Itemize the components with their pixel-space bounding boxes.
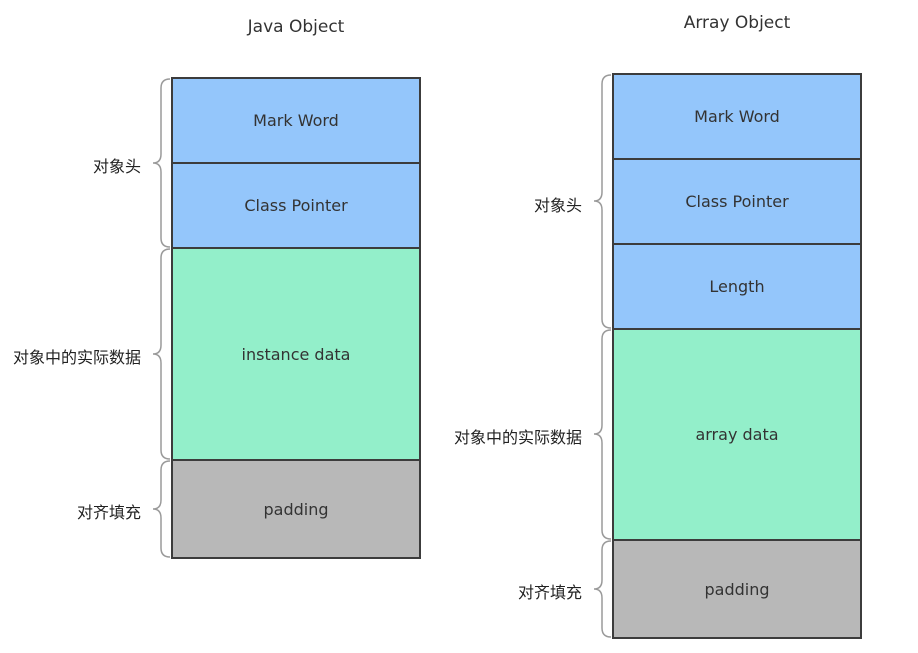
java-mark-word-label: Mark Word bbox=[253, 111, 339, 130]
array-padding-block: padding bbox=[612, 539, 862, 639]
java-header-label: 对象头 bbox=[92, 157, 141, 176]
array-object-title: Array Object bbox=[683, 13, 791, 33]
array-class-pointer-block: Class Pointer bbox=[612, 158, 862, 245]
java-instance-data-label: instance data bbox=[241, 344, 351, 364]
java-data-label: 对象中的实际数据 bbox=[12, 348, 141, 367]
array-class-pointer-label: Class Pointer bbox=[685, 192, 789, 211]
array-data-block: array data bbox=[612, 328, 862, 541]
array-length-block: Length bbox=[612, 243, 862, 330]
java-padding-label: padding bbox=[263, 499, 329, 519]
java-data-brace bbox=[152, 248, 171, 460]
java-padding-brace bbox=[152, 460, 171, 558]
array-data-brace bbox=[593, 329, 612, 540]
array-data-side-label: 对象中的实际数据 bbox=[453, 428, 582, 447]
array-length-label: Length bbox=[709, 277, 765, 296]
java-object-title: Java Object bbox=[247, 17, 345, 37]
array-padding-brace bbox=[593, 540, 612, 638]
java-mark-word-block: Mark Word bbox=[171, 77, 421, 164]
array-header-label: 对象头 bbox=[533, 196, 582, 215]
array-padding-side-label: 对齐填充 bbox=[517, 583, 582, 602]
java-instance-data-block: instance data bbox=[171, 247, 421, 461]
array-header-brace bbox=[593, 74, 612, 329]
java-padding-block: padding bbox=[171, 459, 421, 559]
array-padding-label: padding bbox=[704, 579, 770, 599]
array-mark-word-block: Mark Word bbox=[612, 73, 862, 160]
java-class-pointer-block: Class Pointer bbox=[171, 162, 421, 249]
java-header-brace bbox=[152, 78, 171, 248]
array-mark-word-label: Mark Word bbox=[694, 107, 780, 126]
java-padding-side-label: 对齐填充 bbox=[76, 503, 141, 522]
java-class-pointer-label: Class Pointer bbox=[244, 196, 348, 215]
array-data-label: array data bbox=[695, 425, 779, 444]
